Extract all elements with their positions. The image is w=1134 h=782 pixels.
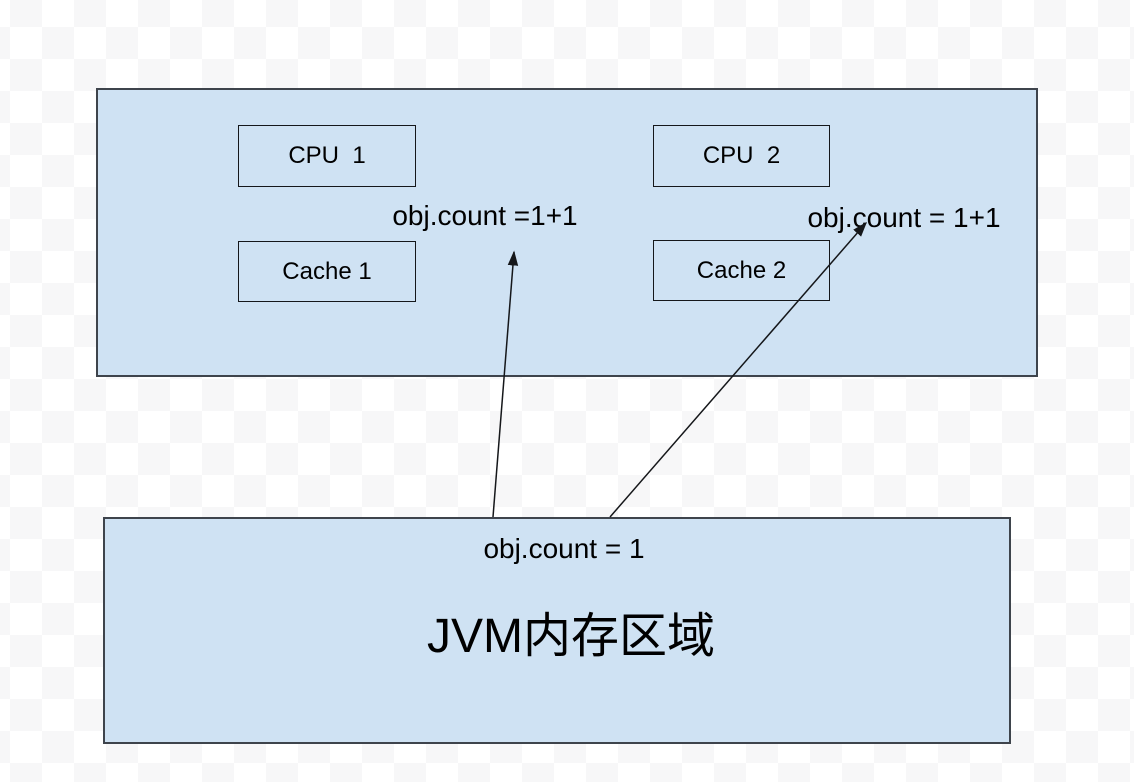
jvm-memory-box bbox=[103, 517, 1011, 744]
jvm-memory-title: JVM内存区域 bbox=[426, 610, 716, 663]
cpu1-box: CPU 1 bbox=[238, 125, 416, 187]
obj-count-jvm-label: obj.count = 1 bbox=[483, 533, 645, 564]
cpu2-label: CPU 2 bbox=[702, 142, 781, 169]
cache1-label: Cache 1 bbox=[282, 257, 372, 285]
cache1-box: Cache 1 bbox=[238, 241, 416, 302]
obj-count-cpu2-label: obj.count = 1+1 bbox=[807, 202, 1001, 233]
cache2-label: Cache 2 bbox=[696, 256, 787, 284]
cpu1-label: CPU 1 bbox=[288, 142, 366, 169]
cache2-box: Cache 2 bbox=[653, 240, 830, 301]
cpu-cache-container-box: CPU 1 Cache 1 CPU 2 Cache 2 bbox=[96, 88, 1038, 377]
cpu2-box: CPU 2 bbox=[653, 125, 830, 187]
obj-count-cpu1-label: obj.count =1+1 bbox=[392, 200, 578, 231]
